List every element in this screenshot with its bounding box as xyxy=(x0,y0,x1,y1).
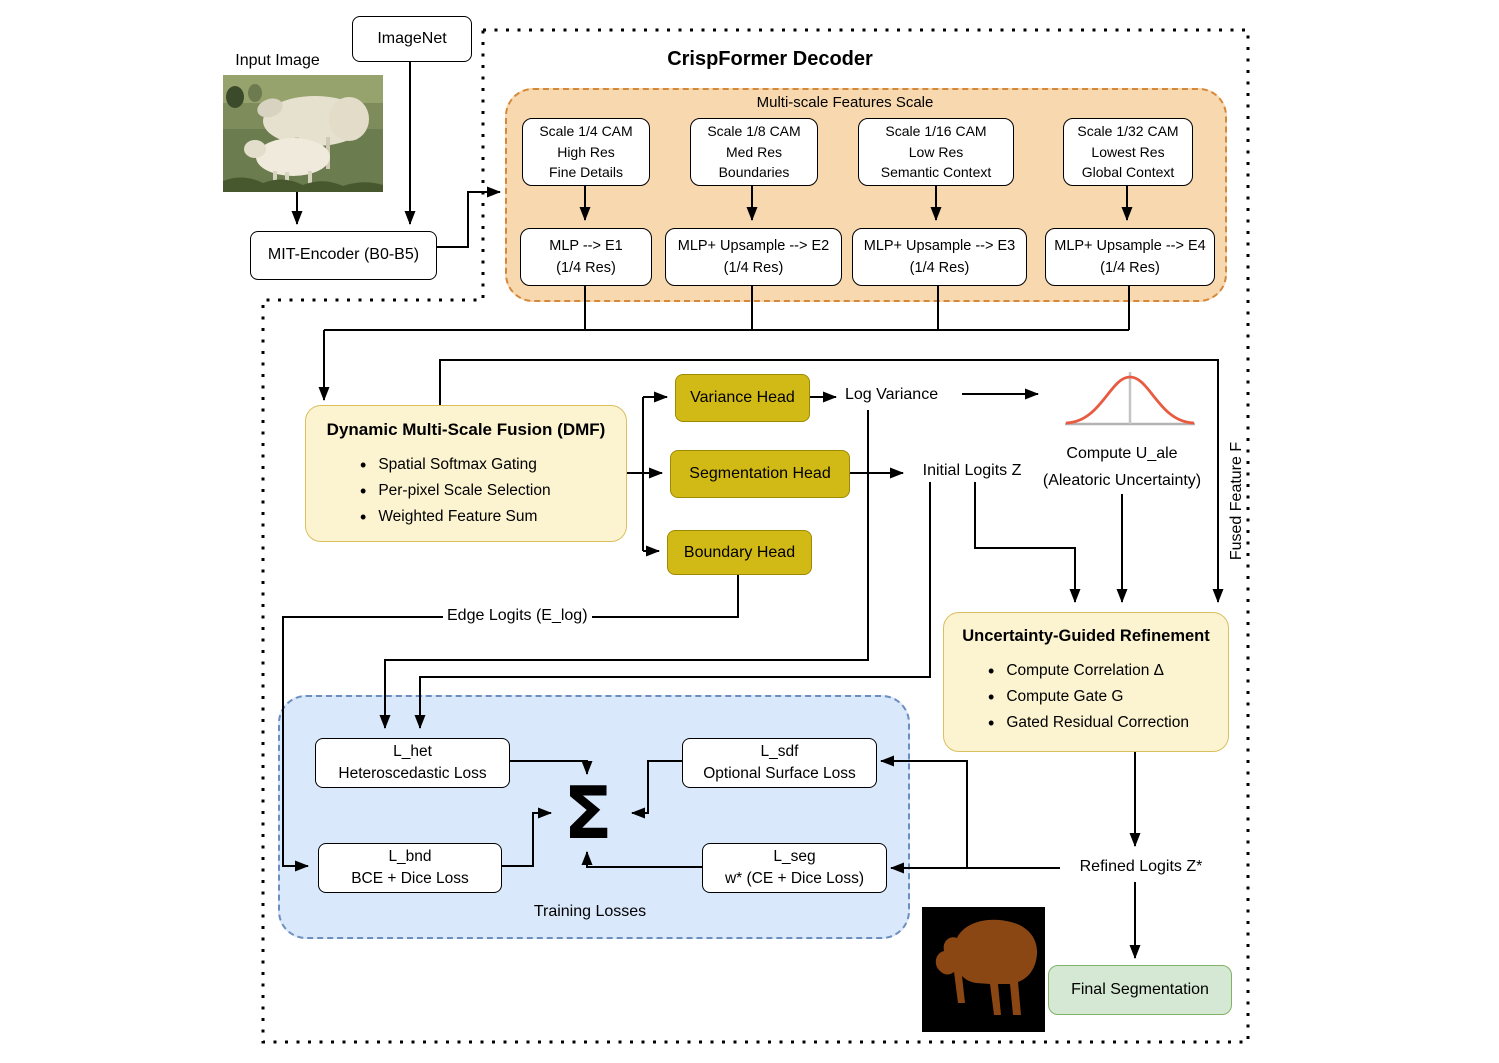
scale-eighth-box: Scale 1/8 CAM Med Res Boundaries xyxy=(690,118,818,186)
edge-logits-label: Edge Logits (E_log) xyxy=(443,607,592,625)
scale-line: Global Context xyxy=(1081,164,1175,181)
final-segmentation-box: Final Segmentation xyxy=(1048,965,1232,1015)
scale-line: Low Res xyxy=(908,143,964,160)
scale-quarter-box: Scale 1/4 CAM High Res Fine Details xyxy=(522,118,650,186)
mlp-line: MLP+ Upsample --> E3 xyxy=(863,238,1016,254)
scale-thirtysecond-box: Scale 1/32 CAM Lowest Res Global Context xyxy=(1063,118,1193,186)
dmf-box: Dynamic Multi-Scale Fusion (DMF) Spatial… xyxy=(305,405,627,542)
mlp-e4-box: MLP+ Upsample --> E4 (1/4 Res) xyxy=(1045,228,1215,286)
segmentation-head-label: Segmentation Head xyxy=(689,465,831,482)
loss-line: Heteroscedastic Loss xyxy=(338,765,487,782)
dmf-bullet: Weighted Feature Sum xyxy=(378,508,538,525)
refinement-bullet: Compute Correlation Δ xyxy=(1006,662,1164,679)
mlp-line: (1/4 Res) xyxy=(556,260,616,276)
refinement-box: Uncertainty-Guided Refinement Compute Co… xyxy=(943,612,1229,752)
mlp-line: (1/4 Res) xyxy=(909,260,970,276)
scale-sixteenth-box: Scale 1/16 CAM Low Res Semantic Context xyxy=(858,118,1014,186)
loss-sum-symbol: Σ xyxy=(563,771,613,855)
l-bnd-box: L_bnd BCE + Dice Loss xyxy=(318,843,502,893)
mit-encoder-box: MIT-Encoder (B0-B5) xyxy=(250,231,437,280)
loss-line: Optional Surface Loss xyxy=(703,765,856,782)
refinement-bullet: Compute Gate G xyxy=(1006,688,1124,705)
variance-head-label: Variance Head xyxy=(690,389,795,406)
loss-line: L_bnd xyxy=(388,848,432,865)
arrow-encoder-to-multiscale xyxy=(435,186,501,248)
scale-line: Fine Details xyxy=(549,164,623,181)
imagenet-box: ImageNet xyxy=(352,16,472,62)
mlp-line: (1/4 Res) xyxy=(1100,260,1160,276)
scale-line: Scale 1/8 CAM xyxy=(707,123,801,140)
mlp-e3-box: MLP+ Upsample --> E3 (1/4 Res) xyxy=(852,228,1027,286)
mlp-line: MLP+ Upsample --> E4 xyxy=(1054,238,1206,254)
final-segmentation-label: Final Segmentation xyxy=(1071,980,1209,998)
scale-line: Semantic Context xyxy=(880,164,992,181)
log-variance-label: Log Variance xyxy=(845,386,939,403)
input-image-label: Input Image xyxy=(235,52,320,69)
scale-line: High Res xyxy=(557,143,615,160)
fused-feature-label: Fused Feature F xyxy=(1228,441,1245,561)
compute-uale-line: (Aleatoric Uncertainty) xyxy=(1042,472,1202,489)
diagram-title: CrispFormer Decoder xyxy=(667,48,873,70)
scale-line: Scale 1/4 CAM xyxy=(539,123,633,140)
fused-feature-line xyxy=(439,359,1224,603)
scale-line: Scale 1/16 CAM xyxy=(885,123,987,140)
scale-line: Boundaries xyxy=(718,164,790,181)
boundary-head-box: Boundary Head xyxy=(667,530,812,575)
compute-uale-line: Compute U_ale xyxy=(1066,445,1178,462)
scale-line: Lowest Res xyxy=(1091,143,1165,160)
dmf-bullet: Per-pixel Scale Selection xyxy=(378,482,551,499)
compute-uale-label: Compute U_ale (Aleatoric Uncertainty) xyxy=(1022,440,1222,494)
mlp-bus-lines xyxy=(324,284,1130,331)
l-het-box: L_het Heteroscedastic Loss xyxy=(315,738,510,788)
scale-line: Scale 1/32 CAM xyxy=(1077,123,1179,140)
dmf-bullet: Spatial Softmax Gating xyxy=(378,456,537,473)
gaussian-curve-icon xyxy=(1065,372,1195,426)
initial-logits-label: Initial Logits Z xyxy=(922,462,1022,479)
input-image-photo xyxy=(223,75,383,192)
scale-line: Med Res xyxy=(725,143,783,160)
mlp-line: (1/4 Res) xyxy=(723,260,784,276)
refinement-bullet: Gated Residual Correction xyxy=(1006,714,1189,731)
variance-head-box: Variance Head xyxy=(675,374,810,422)
loss-line: BCE + Dice Loss xyxy=(351,870,469,887)
mlp-line: MLP+ Upsample --> E2 xyxy=(677,238,830,254)
mlp-e1-box: MLP --> E1 (1/4 Res) xyxy=(520,228,652,286)
loss-line: L_sdf xyxy=(760,743,799,760)
refined-logits-label: Refined Logits Z* xyxy=(1062,858,1220,876)
training-losses-label: Training Losses xyxy=(533,903,647,920)
imagenet-label: ImageNet xyxy=(377,29,447,47)
loss-line: w* (CE + Dice Loss) xyxy=(724,870,865,887)
loss-line: L_seg xyxy=(773,848,816,865)
l-sdf-box: L_sdf Optional Surface Loss xyxy=(682,738,877,788)
segmentation-mask-image xyxy=(922,907,1045,1032)
mit-encoder-label: MIT-Encoder (B0-B5) xyxy=(267,246,420,264)
mlp-e2-box: MLP+ Upsample --> E2 (1/4 Res) xyxy=(665,228,842,286)
dmf-title: Dynamic Multi-Scale Fusion (DMF) xyxy=(326,420,606,439)
segmentation-head-box: Segmentation Head xyxy=(670,450,850,498)
training-losses-panel xyxy=(278,695,910,939)
multiscale-panel-header: Multi-scale Features Scale xyxy=(756,94,934,111)
boundary-head-label: Boundary Head xyxy=(683,543,796,561)
dotted-region-border xyxy=(261,28,1250,1044)
loss-line: L_het xyxy=(393,743,432,760)
mlp-line: MLP --> E1 xyxy=(549,238,623,254)
l-seg-box: L_seg w* (CE + Dice Loss) xyxy=(702,843,887,893)
refinement-title: Uncertainty-Guided Refinement xyxy=(962,627,1210,645)
